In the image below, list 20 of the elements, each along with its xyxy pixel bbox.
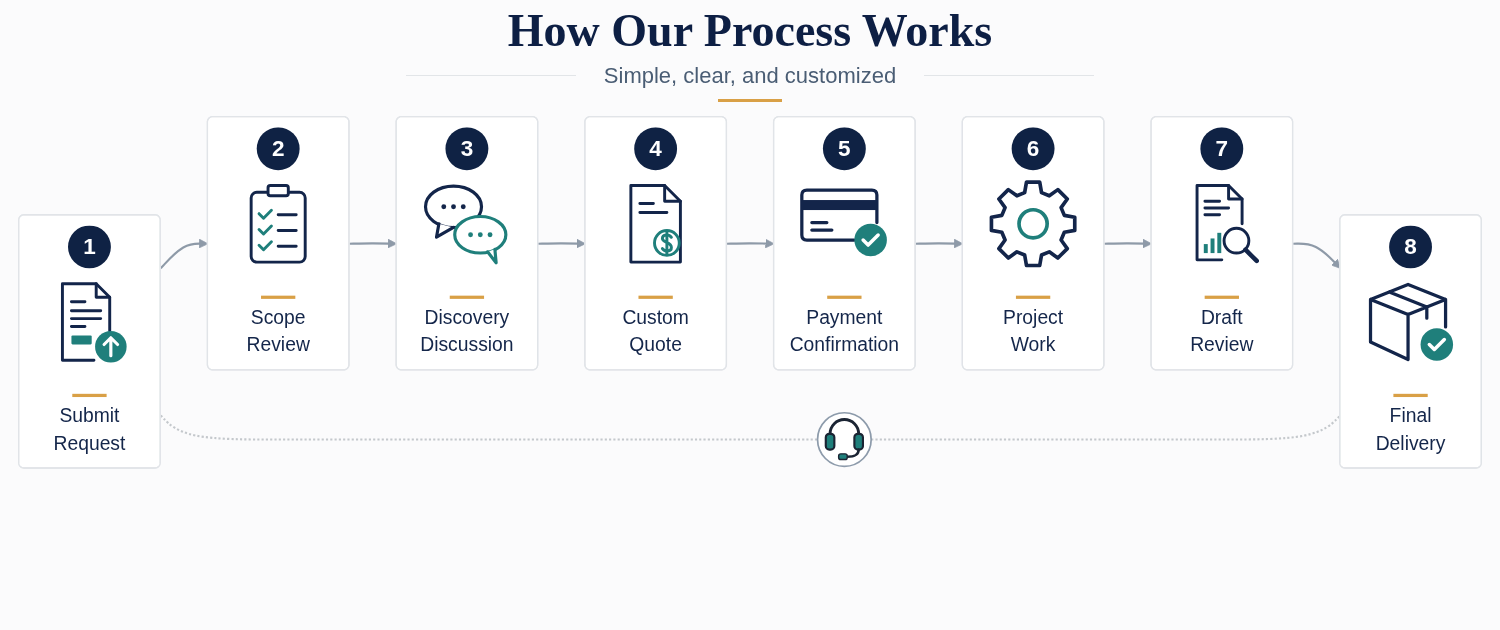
step-number: 1: [83, 233, 96, 260]
step-label: Final Delivery: [1375, 403, 1446, 456]
step-label: Scope Review: [246, 304, 310, 358]
step-number: 7: [1215, 135, 1229, 162]
step-label: Draft Review: [1190, 304, 1254, 358]
step-number: 4: [649, 135, 662, 162]
step-label: Custom Quote: [622, 304, 689, 358]
node-circle: [816, 411, 873, 467]
step-number: 3: [460, 135, 474, 162]
step-label: Discovery Discussion: [420, 304, 514, 358]
step-number: 5: [838, 135, 851, 162]
subtitle: Simple, clear, and customized: [603, 62, 897, 88]
step-number: 8: [1404, 233, 1417, 260]
step-label: Project Work: [1003, 304, 1064, 358]
step-number: 6: [1026, 135, 1040, 162]
title: How Our Process Works: [507, 6, 993, 57]
arrow: [1104, 238, 1152, 248]
step-label: Payment Confirmation: [789, 304, 900, 358]
step-label: Submit Request: [53, 403, 126, 456]
step-number: 2: [271, 135, 285, 162]
